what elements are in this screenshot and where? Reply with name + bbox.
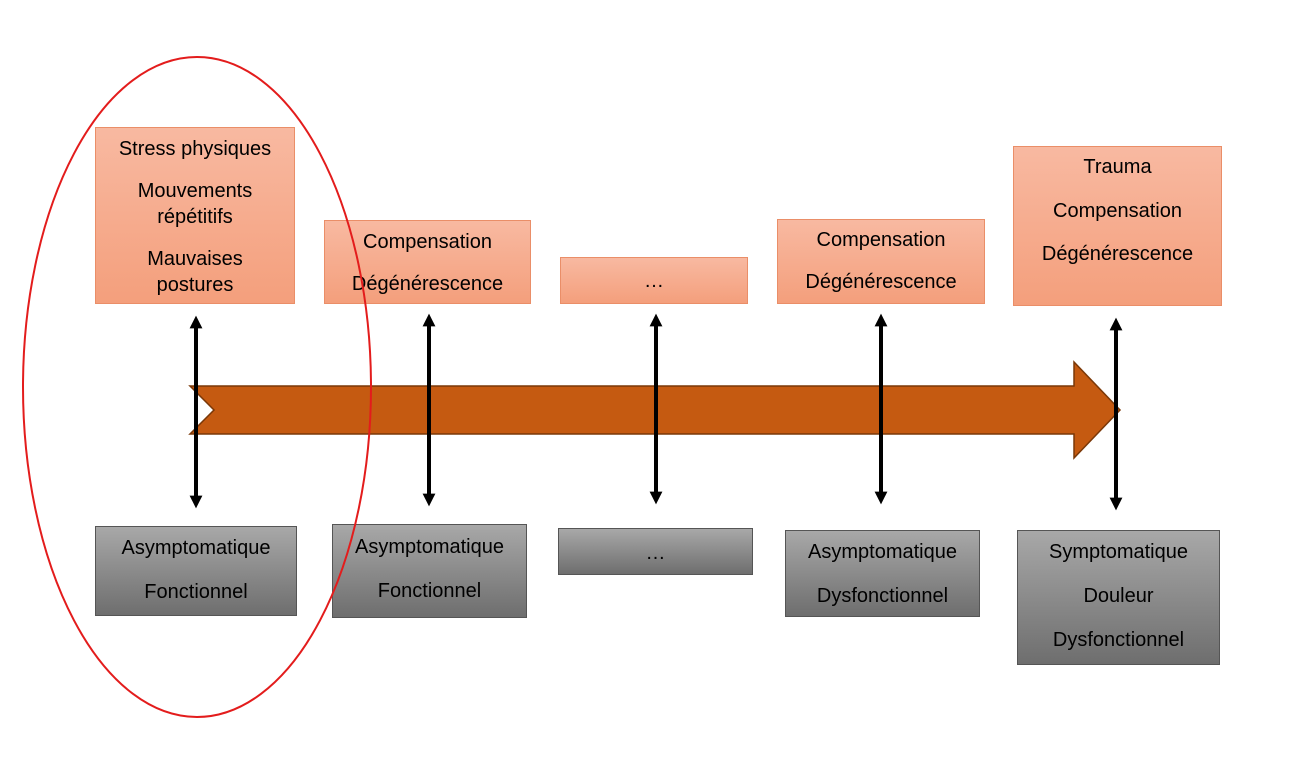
top-box-5-line-1: Trauma <box>1083 156 1152 178</box>
top-box-2-line-1: Compensation <box>363 231 492 253</box>
top-box-5: Trauma Compensation Dégénérescence <box>1013 146 1222 306</box>
top-box-4-line-2: Dégénérescence <box>805 271 957 293</box>
bottom-box-1-line-2: Fonctionnel <box>144 581 248 603</box>
top-box-3-line-1: … <box>644 270 664 292</box>
bottom-box-5-line-2: Douleur <box>1083 585 1154 607</box>
top-box-4-line-1: Compensation <box>816 229 946 251</box>
top-box-1-line-3: Mauvaises postures <box>147 248 243 296</box>
bottom-box-5: Symptomatique Douleur Dysfonctionnel <box>1017 530 1220 665</box>
top-box-3: … <box>560 257 748 304</box>
bottom-box-2-line-1: Asymptomatique <box>355 536 504 558</box>
bottom-box-2-line-2: Fonctionnel <box>377 580 482 602</box>
bottom-box-4-line-2: Dysfonctionnel <box>816 585 949 607</box>
bottom-box-5-line-3: Dysfonctionnel <box>1052 629 1185 651</box>
bottom-box-3: … <box>558 528 753 575</box>
top-box-5-line-2: Compensation <box>1053 200 1182 222</box>
bottom-box-4: Asymptomatique Dysfonctionnel <box>785 530 980 617</box>
bottom-box-1-line-1: Asymptomatique <box>121 537 271 559</box>
top-box-1-line-1: Stress physiques <box>118 138 272 160</box>
top-box-2-line-2: Dégénérescence <box>351 273 504 295</box>
top-box-5-line-3: Dégénérescence <box>1041 243 1194 265</box>
top-box-2: Compensation Dégénérescence <box>324 220 531 304</box>
bottom-box-2: Asymptomatique Fonctionnel <box>332 524 527 618</box>
bottom-box-4-line-1: Asymptomatique <box>808 541 957 563</box>
top-box-1-line-2: Mouvements répétitifs <box>137 180 253 228</box>
bottom-box-1: Asymptomatique Fonctionnel <box>95 526 297 616</box>
bottom-box-3-line-1: … <box>645 542 666 564</box>
top-box-1: Stress physiques Mouvements répétitifs M… <box>95 127 295 304</box>
top-box-4: Compensation Dégénérescence <box>777 219 985 304</box>
bottom-box-5-line-1: Symptomatique <box>1049 541 1188 563</box>
